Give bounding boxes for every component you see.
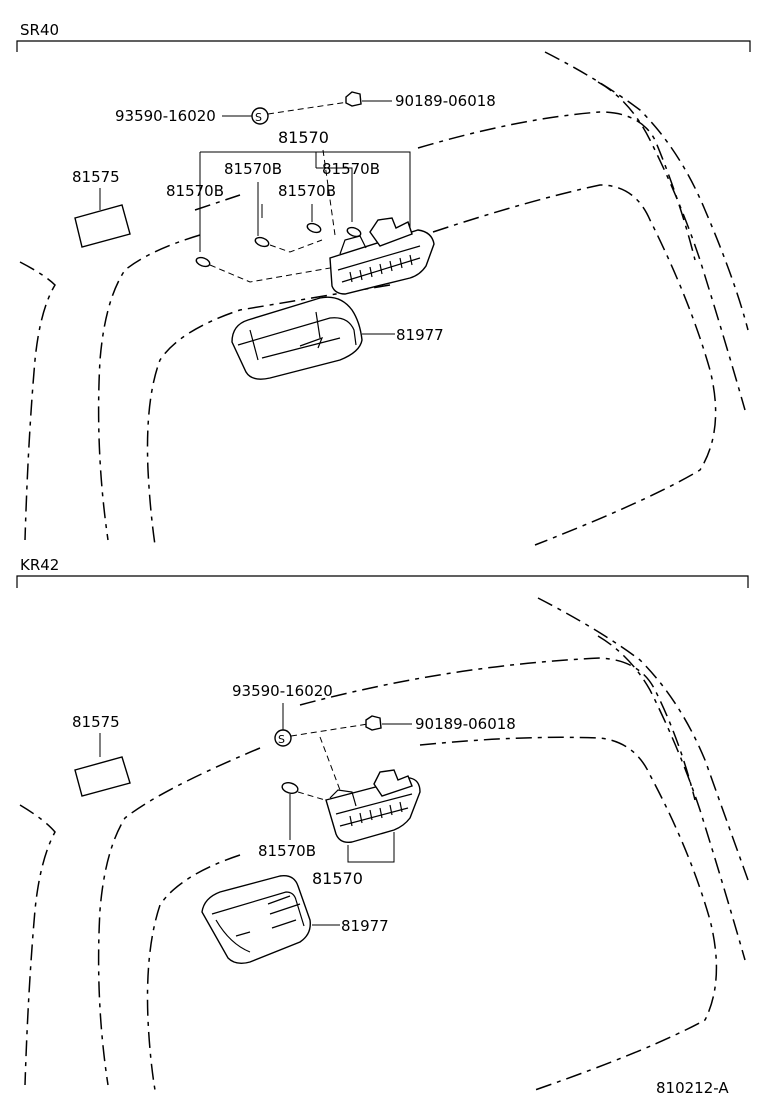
section-bracket-sr40 bbox=[16, 40, 751, 52]
label-81977-kr42: 81977 bbox=[341, 917, 389, 935]
label-81570b-3-sr40: 81570B bbox=[166, 182, 224, 200]
label-81575-kr42: 81575 bbox=[72, 713, 120, 731]
lens-plate bbox=[74, 204, 131, 248]
label-81570b-1-sr40: 81570B bbox=[224, 160, 282, 178]
section-kr42: KR42 81575 93590-16020 S 90 bbox=[16, 556, 749, 1091]
s-symbol-letter: S bbox=[255, 111, 262, 124]
lamp-housing-sr40 bbox=[329, 217, 435, 295]
lens-plate bbox=[74, 756, 131, 797]
roof-outline-sr40 bbox=[19, 51, 749, 546]
bulb-icon bbox=[254, 236, 270, 248]
bulb-icon bbox=[306, 222, 322, 234]
s-symbol-icon bbox=[274, 729, 292, 747]
bulb-icon bbox=[195, 256, 211, 268]
lamp-housing-kr42: 81570 bbox=[312, 769, 421, 888]
lens-81575-sr40: 81575 bbox=[72, 168, 131, 248]
label-90189-kr42: 90189-06018 bbox=[415, 715, 516, 733]
bulbs-81570b-sr40: 81570B 81570B 81570B 81570B bbox=[166, 160, 380, 283]
label-81570-sr40: 81570 bbox=[278, 128, 329, 147]
bulb-icon bbox=[281, 782, 299, 794]
clip-90189-sr40: 90189-06018 bbox=[345, 91, 496, 110]
bulb-icon bbox=[346, 226, 362, 238]
label-90189-sr40: 90189-06018 bbox=[395, 92, 496, 110]
bolt-93590-kr42: 93590-16020 S bbox=[232, 682, 369, 791]
label-93590-kr42: 93590-16020 bbox=[232, 682, 333, 700]
label-81570b-kr42: 81570B bbox=[258, 842, 316, 860]
label-81570-kr42: 81570 bbox=[312, 869, 363, 888]
section-title-sr40: SR40 bbox=[20, 21, 59, 39]
label-81575-sr40: 81575 bbox=[72, 168, 120, 186]
bolt-93590-sr40: 93590-16020 S bbox=[115, 101, 349, 125]
roof-outline-kr42 bbox=[19, 597, 749, 1091]
section-bracket-kr42 bbox=[16, 575, 749, 588]
lens-81575-kr42: 81575 bbox=[72, 713, 131, 797]
section-sr40: SR40 81575 93590-16020 S bbox=[16, 21, 751, 546]
clip-icon bbox=[365, 715, 382, 731]
figure-code: 810212-A bbox=[656, 1079, 729, 1097]
s-symbol-icon bbox=[251, 107, 269, 125]
clip-90189-kr42: 90189-06018 bbox=[365, 715, 516, 733]
label-81977-sr40: 81977 bbox=[396, 326, 444, 344]
label-81570b-2-sr40: 81570B bbox=[322, 160, 380, 178]
clip-icon bbox=[345, 91, 362, 107]
label-93590-sr40: 93590-16020 bbox=[115, 107, 216, 125]
cover-81977-kr42: 81977 bbox=[201, 875, 389, 965]
section-title-kr42: KR42 bbox=[20, 556, 59, 574]
bulb-81570b-kr42: 81570B bbox=[258, 782, 326, 860]
lamp-assy-81570-sr40: 81570 bbox=[199, 128, 411, 248]
label-81570b-4-sr40: 81570B bbox=[278, 182, 336, 200]
cover-81977-sr40: 81977 bbox=[231, 296, 444, 380]
s-symbol-letter: S bbox=[278, 733, 285, 746]
